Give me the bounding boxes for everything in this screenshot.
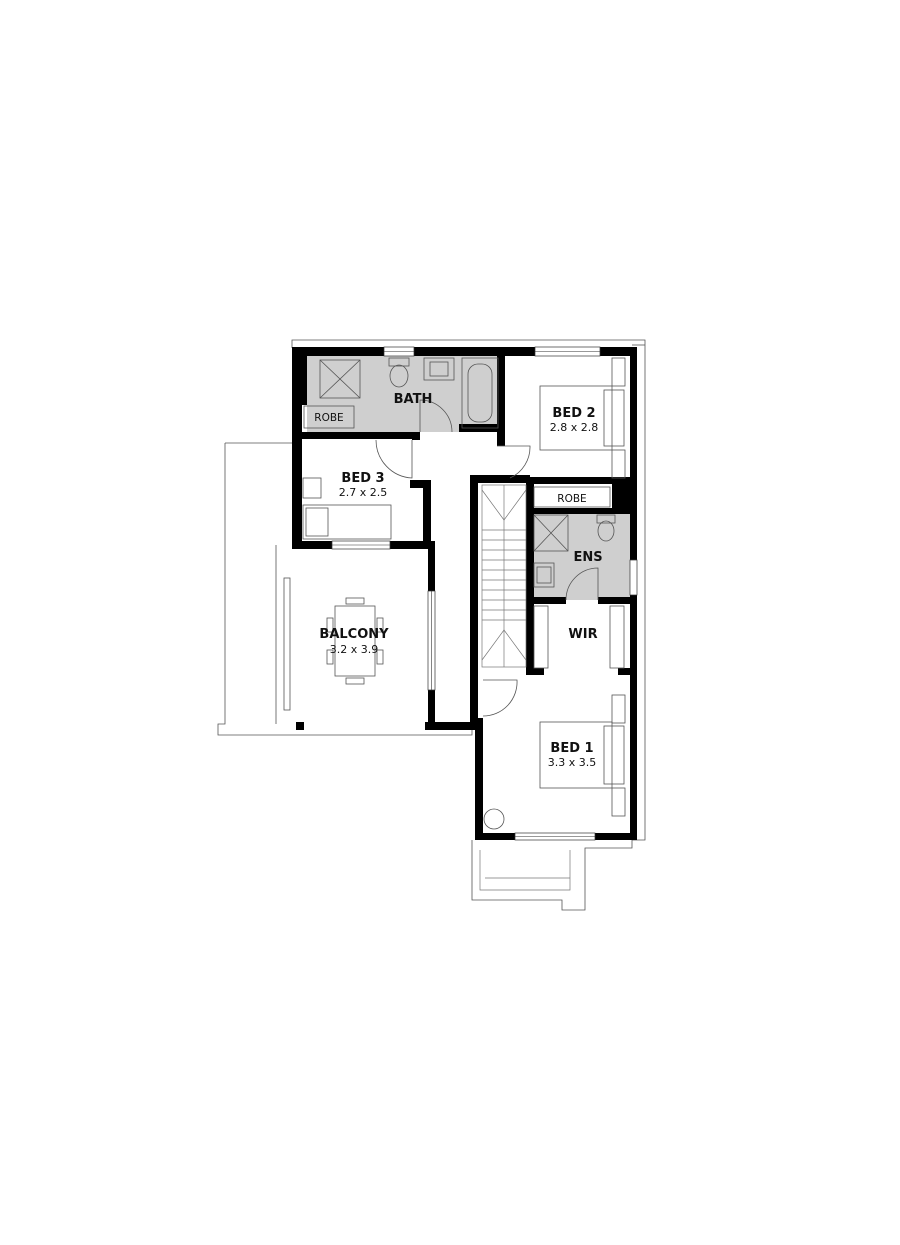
wir-label: WIR xyxy=(568,627,597,642)
room-labels: BATH BED 2 2.8 x 2.8 ROBE ROBE BED 3 2.7… xyxy=(314,392,602,769)
bed2-robe-label: ROBE xyxy=(557,493,586,505)
bed3-label: BED 3 xyxy=(341,471,384,486)
bed2-furniture xyxy=(539,357,626,479)
site-outline xyxy=(217,339,646,911)
windows xyxy=(331,346,638,841)
wir-shelves xyxy=(533,605,625,669)
bed2-label: BED 2 xyxy=(552,406,595,421)
wet-areas xyxy=(307,355,630,600)
bed3-furniture xyxy=(302,477,392,540)
doors xyxy=(375,399,599,717)
bath-fixtures xyxy=(319,357,499,429)
bath-label: BATH xyxy=(394,392,433,407)
balcony-furniture xyxy=(283,577,384,711)
bed1-size: 3.3 x 3.5 xyxy=(548,756,597,769)
balcony-size: 3.2 x 3.9 xyxy=(330,643,379,656)
ensuite-fixtures xyxy=(533,514,616,588)
balcony-label: BALCONY xyxy=(319,627,389,642)
bed2-size: 2.8 x 2.8 xyxy=(550,421,599,434)
bed3-robe-label: ROBE xyxy=(314,412,343,424)
bed3-size: 2.7 x 2.5 xyxy=(339,486,388,499)
staircase xyxy=(481,484,527,668)
bed1-furniture xyxy=(483,694,626,830)
bed1-label: BED 1 xyxy=(550,741,593,756)
ens-label: ENS xyxy=(573,550,602,565)
robes xyxy=(303,405,611,508)
